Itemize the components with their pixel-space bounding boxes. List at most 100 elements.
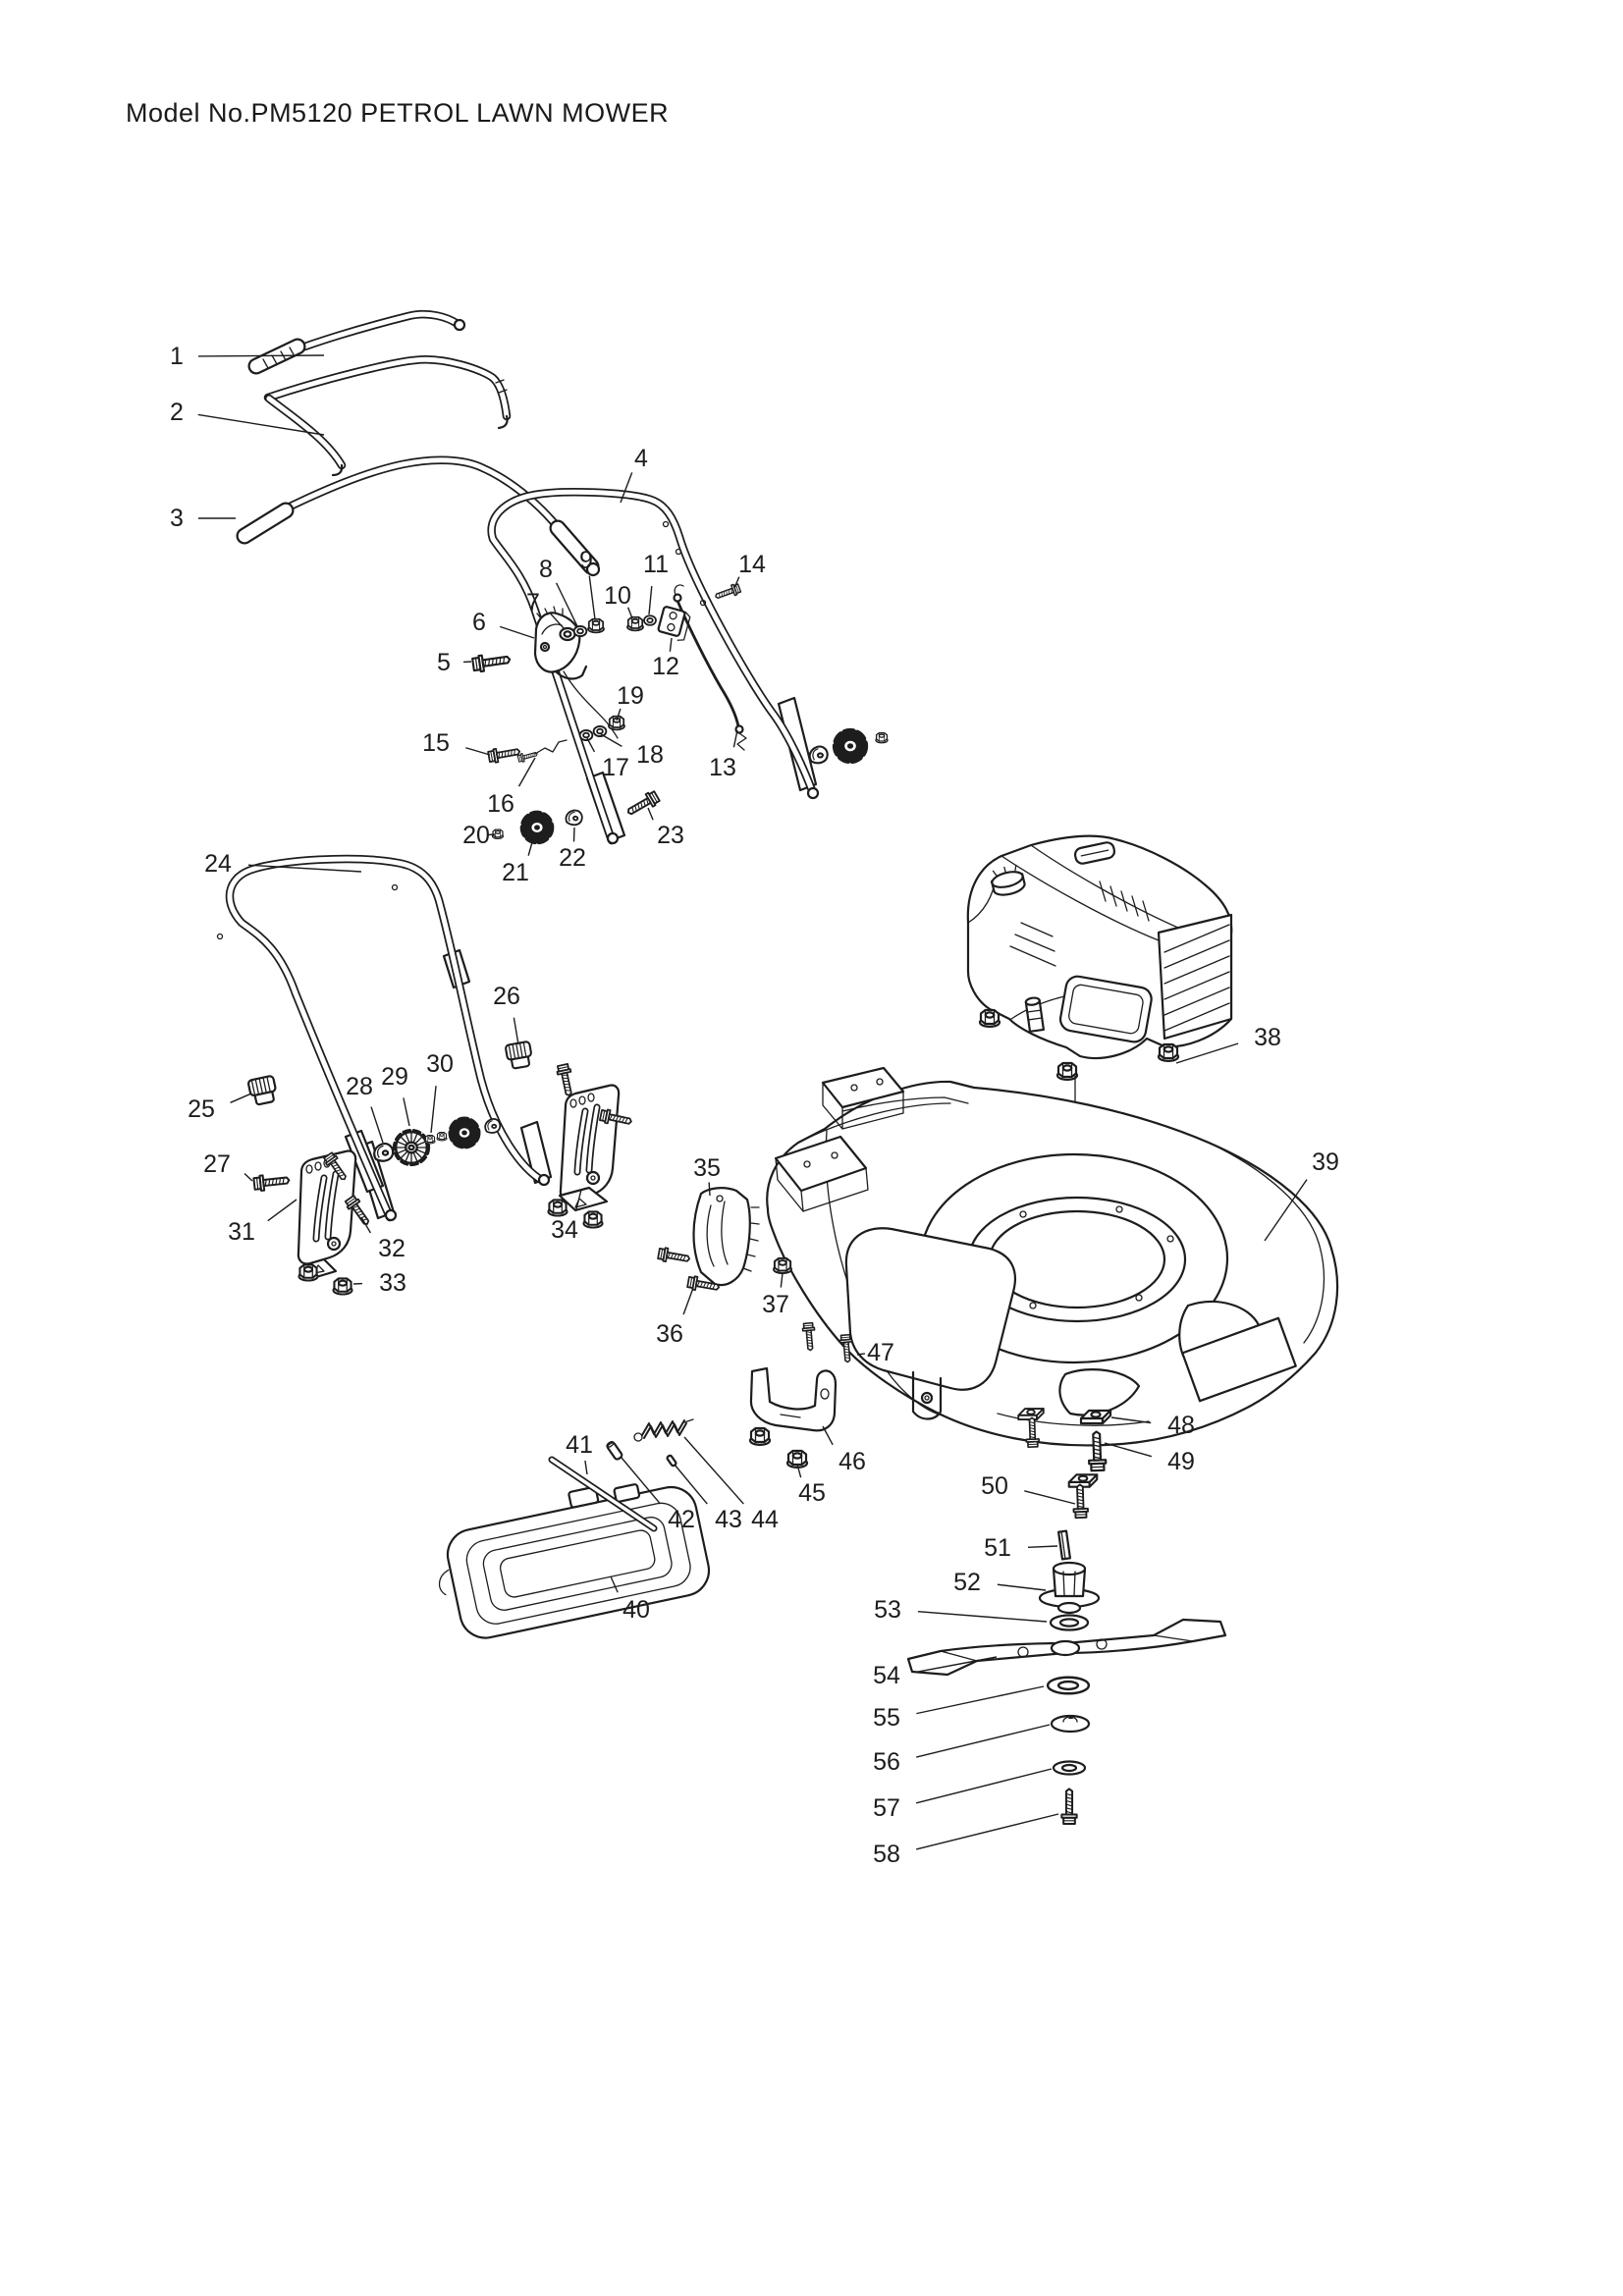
leader-line-35 (708, 1182, 711, 1197)
leader-line-23 (647, 807, 654, 821)
callout-number-4: 4 (634, 445, 648, 472)
callout-number-23: 23 (657, 822, 684, 849)
callout-number-37: 37 (762, 1291, 789, 1318)
part-37-nut (773, 1256, 792, 1275)
leader-line-14 (733, 576, 740, 589)
leader-line-36 (682, 1287, 694, 1315)
leader-line-39 (1264, 1179, 1308, 1242)
leader-line-37 (780, 1272, 784, 1288)
callout-number-7: 7 (526, 589, 540, 616)
engine-assembly (966, 834, 1233, 1254)
leader-line-21 (527, 841, 533, 856)
leader-line-19 (616, 708, 622, 721)
mower-deck (766, 1066, 1339, 1447)
leader-line-44 (683, 1436, 744, 1505)
leader-line-4 (620, 472, 633, 504)
callout-number-1: 1 (170, 343, 184, 370)
bolt (555, 1062, 577, 1098)
deck-label-patch (1181, 1316, 1297, 1403)
part-40-rear-flap (438, 1483, 711, 1639)
leader-line-38 (1175, 1042, 1239, 1064)
part-48-square-nut (1079, 1409, 1112, 1425)
callout-number-11: 11 (643, 551, 669, 578)
leader-line-55 (916, 1685, 1045, 1715)
engine-mount-nut (1157, 1042, 1180, 1063)
leader-line-12 (669, 637, 673, 652)
part-28-cap (373, 1142, 395, 1162)
part-45-nut (748, 1426, 772, 1447)
leader-line-40 (610, 1575, 619, 1593)
nut (875, 731, 889, 744)
part-56-spring-washer (1050, 1714, 1091, 1734)
callout-number-46: 46 (839, 1448, 866, 1475)
leader-line-27 (243, 1173, 253, 1182)
part-58-blade-bolt (1060, 1788, 1078, 1825)
part-30-nut (436, 1131, 448, 1142)
leader-line-48 (1110, 1416, 1152, 1424)
callout-number-19: 19 (617, 682, 644, 710)
callout-number-32: 32 (378, 1235, 406, 1262)
blade-assembly (906, 1529, 1227, 1825)
callout-number-45: 45 (798, 1479, 826, 1507)
leader-line-16 (517, 757, 536, 787)
part-29-adjuster-wheel (392, 1128, 431, 1167)
part-14-bolt (713, 582, 742, 603)
callout-number-54: 54 (873, 1662, 900, 1689)
deck-rear-notch (911, 1370, 943, 1420)
part-35-adjuster-bracket (692, 1187, 760, 1287)
callout-number-9: 9 (579, 547, 593, 574)
leader-line-43 (674, 1464, 708, 1505)
callout-number-50: 50 (981, 1472, 1008, 1500)
callout-number-20: 20 (462, 822, 490, 849)
part-21-hand-knob (523, 814, 551, 841)
part-55-washer (1046, 1676, 1091, 1695)
leader-line-9 (588, 575, 596, 620)
square-nut (1067, 1473, 1099, 1488)
leader-line-34 (575, 1189, 582, 1210)
leader-line-22 (572, 827, 575, 842)
nut (582, 1210, 604, 1229)
part-27-bolt (252, 1171, 292, 1193)
leader-line-41 (584, 1460, 588, 1475)
spark-plug-tube (1024, 996, 1045, 1033)
part-11-washer (643, 614, 657, 626)
callout-number-49: 49 (1167, 1448, 1195, 1475)
callout-number-58: 58 (873, 1841, 900, 1868)
callout-number-53: 53 (874, 1596, 901, 1624)
leader-line-46 (822, 1425, 834, 1446)
callout-number-44: 44 (751, 1506, 779, 1533)
part-33-nut (298, 1263, 319, 1282)
part-47-screw (801, 1321, 818, 1352)
leader-line-53 (917, 1610, 1048, 1623)
callout-number-6: 6 (472, 609, 486, 636)
callout-number-55: 55 (873, 1704, 900, 1732)
part-3-grip-handle (236, 455, 601, 577)
leader-line-20 (486, 833, 496, 836)
part-10-nut (626, 615, 644, 632)
callout-number-35: 35 (693, 1154, 721, 1182)
part-5-bolt (470, 650, 513, 674)
part-17-washer (578, 728, 594, 742)
part-16-cable-fitting (516, 739, 568, 764)
callout-number-40: 40 (622, 1596, 650, 1624)
leader-line-18 (600, 733, 622, 747)
callout-number-2: 2 (170, 399, 184, 426)
leader-line-57 (915, 1768, 1053, 1804)
callout-number-24: 24 (204, 850, 232, 878)
part-34-handle-bracket (558, 1084, 621, 1212)
callout-number-12: 12 (652, 653, 679, 680)
leader-line-24 (247, 864, 362, 873)
leader-line-50 (1024, 1490, 1076, 1505)
leader-line-2 (197, 413, 325, 436)
callout-number-39: 39 (1312, 1148, 1339, 1176)
part-8-washer (572, 624, 588, 638)
leader-line-13 (732, 729, 738, 748)
muffler-box (1058, 975, 1153, 1043)
callout-number-48: 48 (1167, 1412, 1195, 1439)
callout-number-51: 51 (984, 1534, 1011, 1562)
deck-side-window (1058, 1368, 1141, 1416)
leader-line-11 (648, 586, 653, 615)
leader-line-26 (513, 1017, 519, 1045)
